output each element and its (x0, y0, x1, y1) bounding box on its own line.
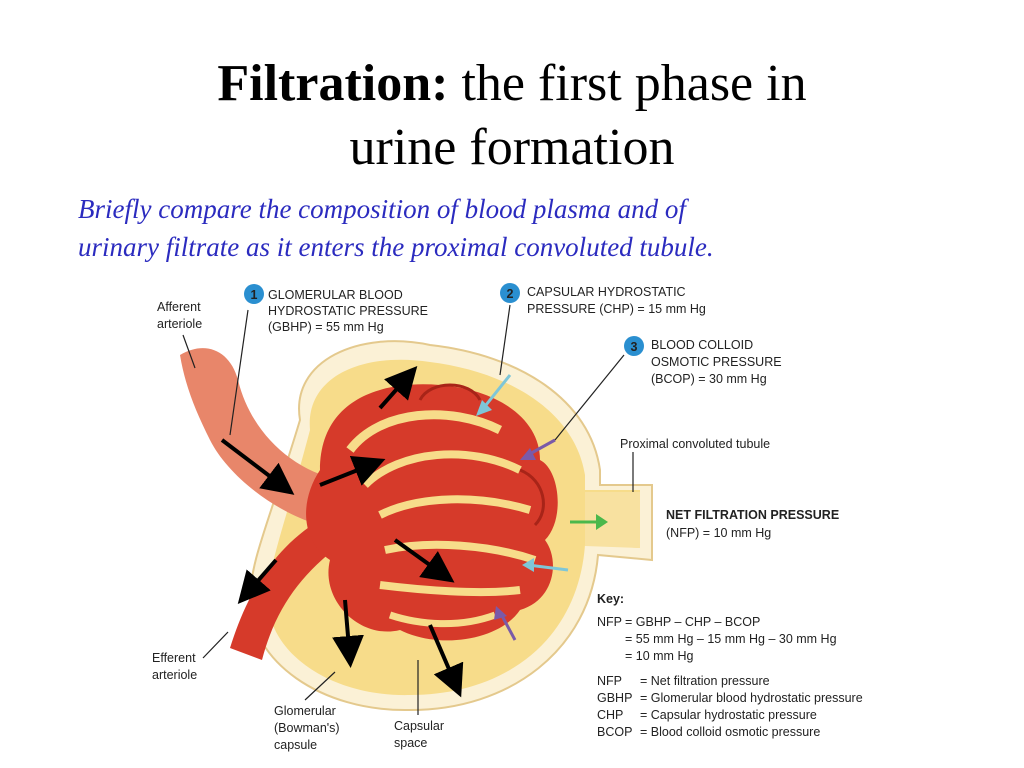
gbhp-line2: HYDROSTATIC PRESSURE (268, 304, 428, 318)
bcop-line2: OSMOTIC PRESSURE (651, 355, 782, 369)
nfp-arrow (570, 514, 608, 530)
nfp-value: (NFP) = 10 mm Hg (666, 526, 771, 540)
bcop-line1: BLOOD COLLOID (651, 338, 753, 352)
bcop-arrows (494, 438, 556, 641)
leader-line (182, 334, 196, 369)
afferent-label-2: arteriole (157, 317, 202, 331)
badge-circle (244, 284, 264, 304)
proximal-tubule (585, 492, 640, 548)
leader-line (554, 354, 625, 441)
flow-arrows (220, 366, 464, 698)
subtitle-line2: urinary filtrate as it enters the proxim… (78, 232, 714, 262)
key-def-term-4: BCOP (597, 725, 632, 739)
capsule-label-1: Glomerular (274, 704, 336, 718)
nfp-arrowhead (596, 514, 608, 530)
flow-arrow (237, 558, 278, 605)
flow-arrow (319, 455, 386, 487)
key-def-term-3: CHP (597, 708, 623, 722)
leader-lines (182, 304, 634, 715)
subtitle: Briefly compare the composition of blood… (78, 190, 978, 266)
capsule-label-2: (Bowman's) (274, 721, 340, 735)
capsule-label-3: capsule (274, 738, 317, 752)
badge-circle (500, 283, 520, 303)
flow-arrow (428, 624, 464, 698)
key-eq-line1: = GBHP – CHP – BCOP (625, 615, 760, 629)
key-eq-line3: = 10 mm Hg (625, 649, 693, 663)
badge-chp: 2 (500, 283, 520, 303)
leader-line (499, 304, 511, 376)
chp-arrowhead (476, 400, 492, 416)
gbhp-line1: GLOMERULAR BLOOD (268, 288, 403, 302)
nfp-heading: NET FILTRATION PRESSURE (666, 508, 839, 522)
key-eq-line2: = 55 mm Hg – 15 mm Hg – 30 mm Hg (625, 632, 837, 646)
chp-arrow (527, 563, 569, 572)
bcop-line3: (BCOP) = 30 mm Hg (651, 372, 767, 386)
afferent-label-1: Afferent (157, 300, 201, 314)
capsular-space-label-1: Capsular (394, 719, 444, 733)
chp-line1: CAPSULAR HYDROSTATIC (527, 285, 686, 299)
flow-arrow (378, 366, 418, 410)
leader-line (229, 309, 249, 436)
subtitle-line1: Briefly compare the composition of blood… (78, 194, 686, 224)
bcop-arrowhead (494, 606, 507, 620)
efferent-label-2: arteriole (152, 668, 197, 682)
chp-arrows (476, 374, 569, 572)
title-bold: Filtration: (217, 55, 449, 112)
glomerulus-capillaries (306, 383, 558, 641)
badge-circle (624, 336, 644, 356)
pct-label: Proximal convoluted tubule (620, 437, 770, 451)
chp-arrowhead (522, 558, 534, 572)
badge-number: 2 (507, 287, 514, 301)
bcop-arrowhead (520, 448, 536, 460)
key-def-term-2: GBHP (597, 691, 632, 705)
key-heading: Key: (597, 592, 624, 606)
afferent-arteriole (180, 348, 345, 530)
capsular-space-label-2: space (394, 736, 427, 750)
flow-arrow (332, 599, 364, 668)
badge-bcop: 3 (624, 336, 644, 356)
efferent-label-1: Efferent (152, 651, 196, 665)
badge-number: 3 (631, 340, 638, 354)
leader-line (202, 631, 229, 659)
key-def-text-2: = Glomerular blood hydrostatic pressure (640, 691, 863, 705)
chp-line2: PRESSURE (CHP) = 15 mm Hg (527, 302, 706, 316)
title-line2: urine formation (349, 119, 675, 176)
key-def-text-1: = Net filtration pressure (640, 674, 770, 688)
efferent-arteriole (230, 520, 340, 660)
key-def-text-4: = Blood colloid osmotic pressure (640, 725, 820, 739)
flow-arrow (220, 438, 295, 495)
badge-gbhp: 1 (244, 284, 264, 304)
key-def-text-3: = Capsular hydrostatic pressure (640, 708, 817, 722)
leader-line (304, 671, 336, 701)
gbhp-line3: (GBHP) = 55 mm Hg (268, 320, 384, 334)
chp-arrow (480, 374, 512, 411)
badge-number: 1 (251, 288, 258, 302)
page-title: Filtration: the first phase in urine for… (0, 52, 1024, 180)
key-eq-term: NFP (597, 615, 622, 629)
flow-arrow (393, 538, 455, 583)
key-def-term-1: NFP (597, 674, 622, 688)
title-rest: the first phase in (461, 55, 807, 112)
